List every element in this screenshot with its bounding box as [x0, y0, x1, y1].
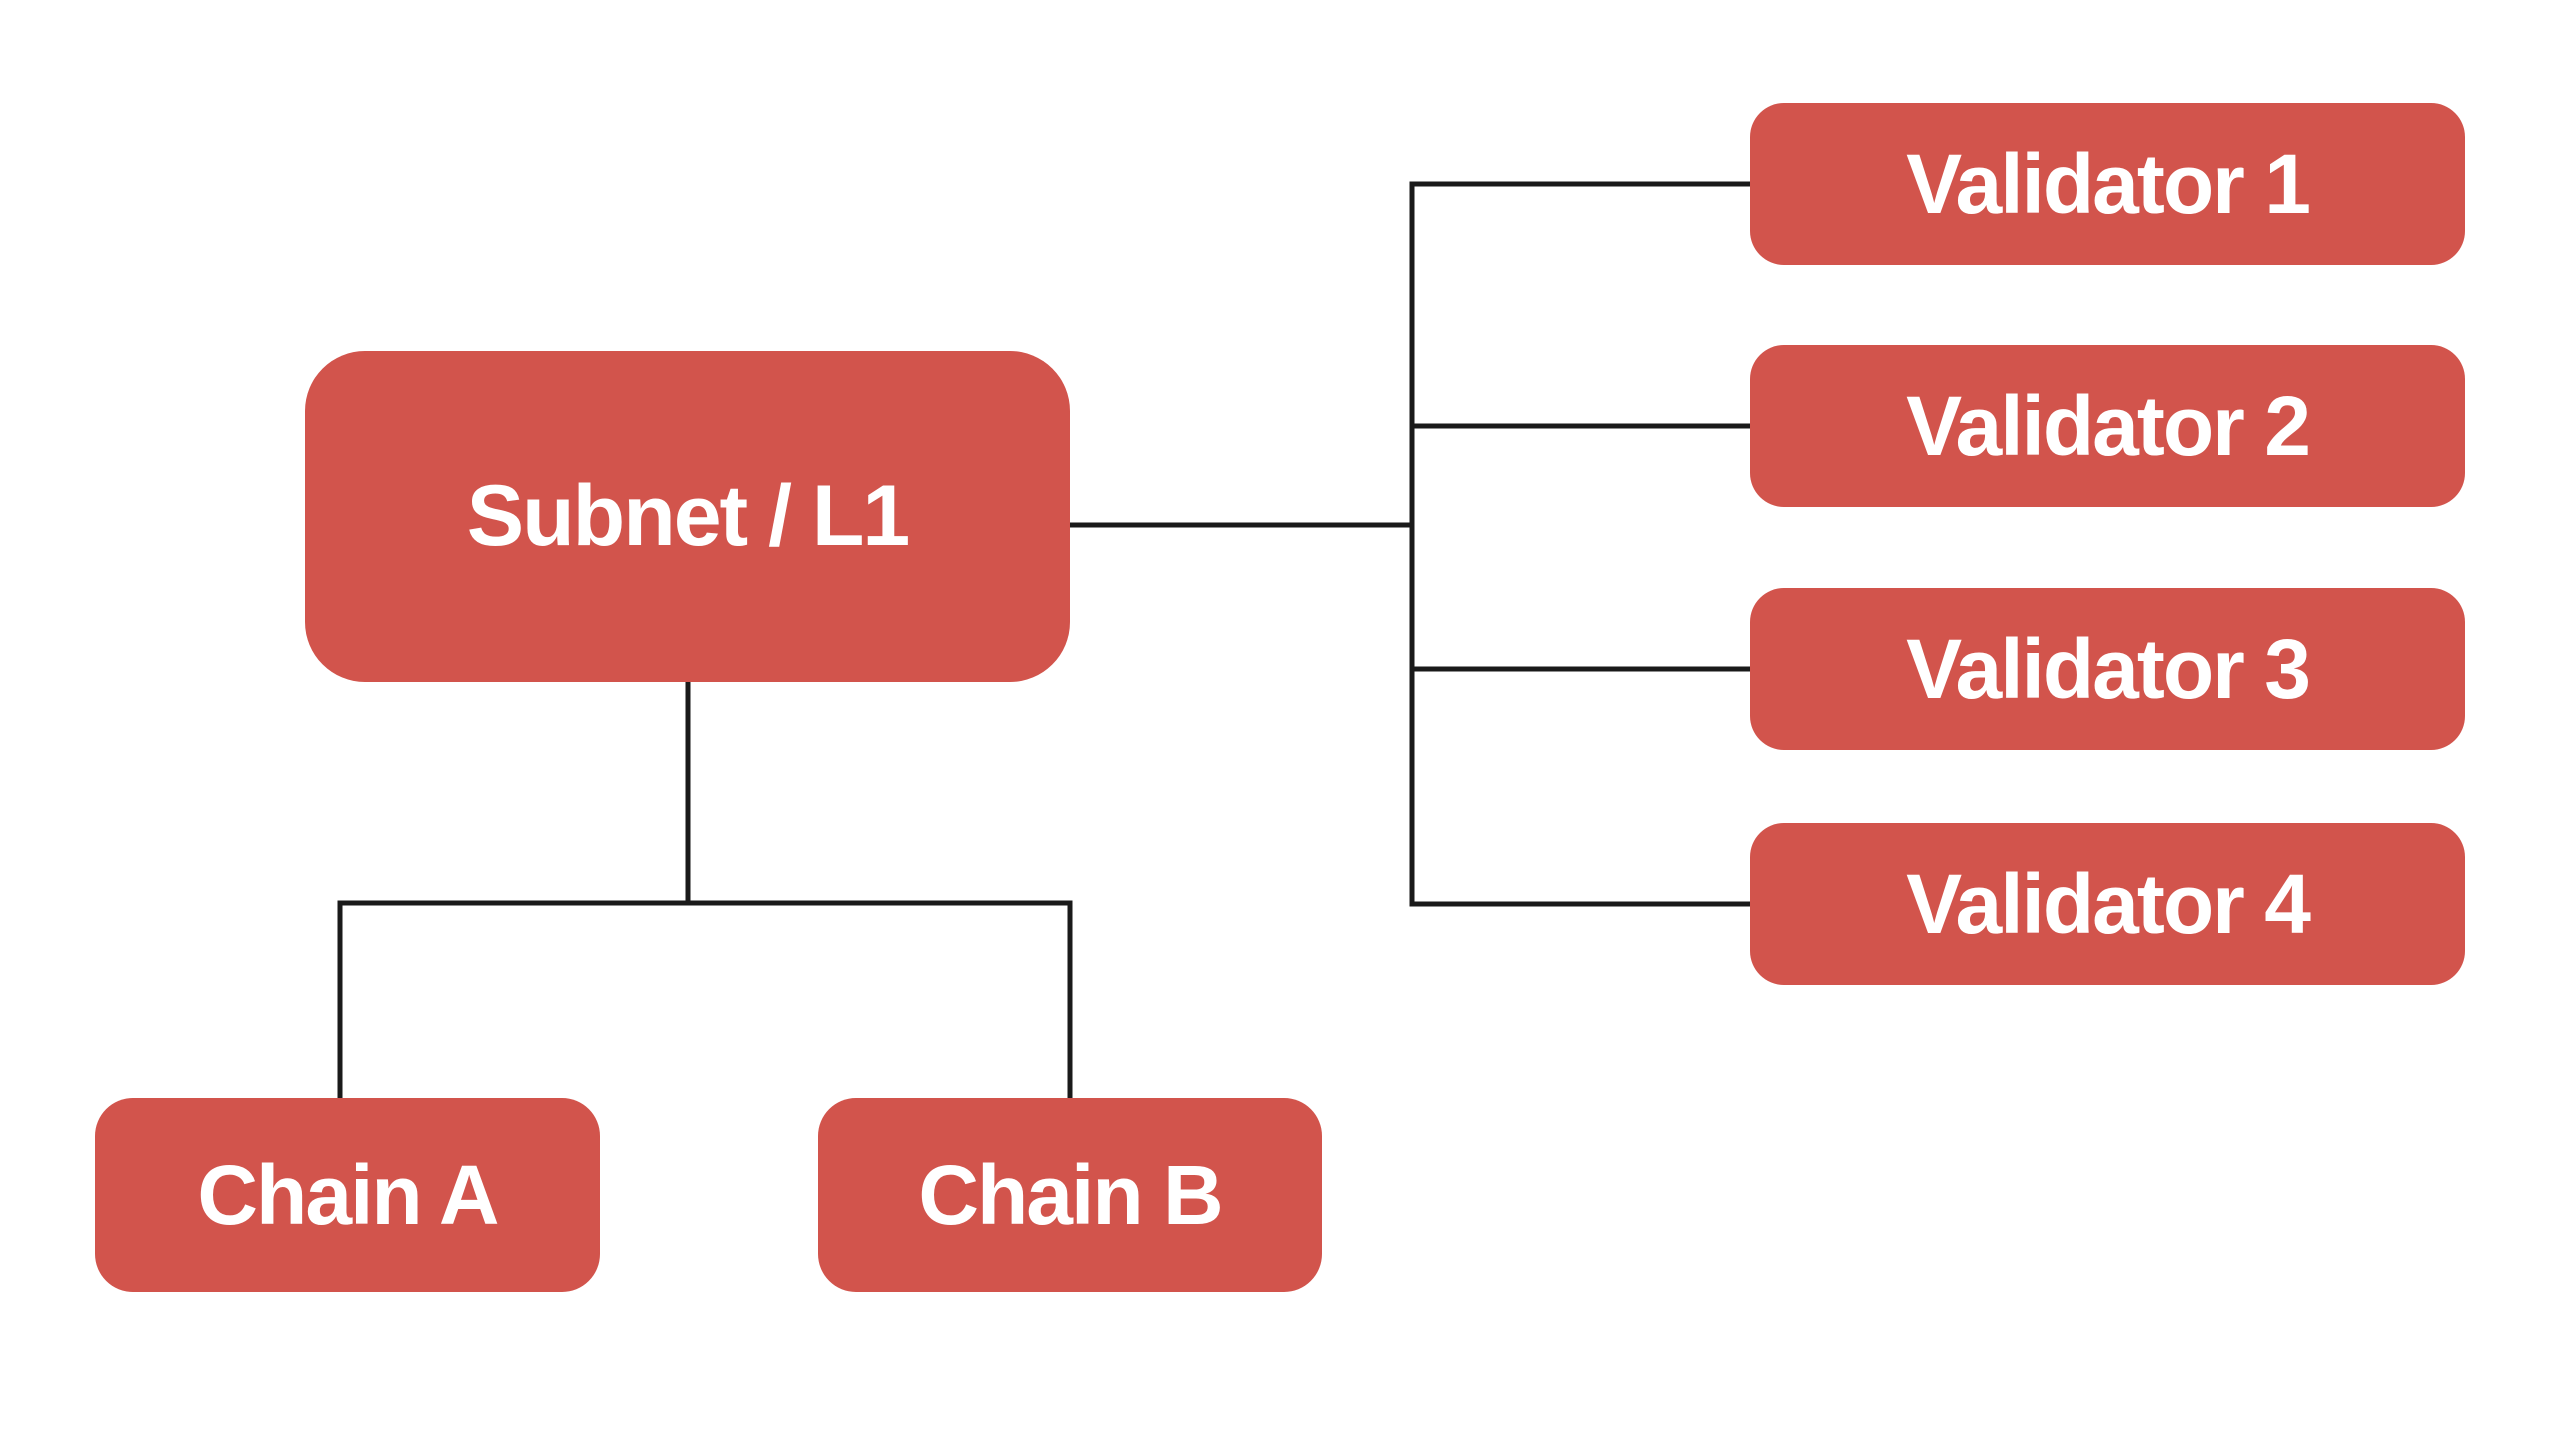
- node-validator-4: Validator 4: [1750, 823, 2465, 985]
- node-validator-3: Validator 3: [1750, 588, 2465, 750]
- node-validator-2-label: Validator 2: [1906, 378, 2311, 473]
- node-validator-1: Validator 1: [1750, 103, 2465, 265]
- node-validator-3-label: Validator 3: [1906, 621, 2311, 716]
- node-subnet-l1-label: Subnet / L1: [466, 468, 910, 564]
- node-subnet-l1: Subnet / L1: [305, 351, 1070, 682]
- node-chain-a: Chain A: [95, 1098, 600, 1292]
- node-chain-b: Chain B: [818, 1098, 1322, 1292]
- node-chain-a-label: Chain A: [197, 1147, 499, 1242]
- node-chain-b-label: Chain B: [918, 1147, 1223, 1242]
- node-validator-4-label: Validator 4: [1906, 856, 2311, 951]
- node-validator-1-label: Validator 1: [1906, 136, 2311, 231]
- node-validator-2: Validator 2: [1750, 345, 2465, 507]
